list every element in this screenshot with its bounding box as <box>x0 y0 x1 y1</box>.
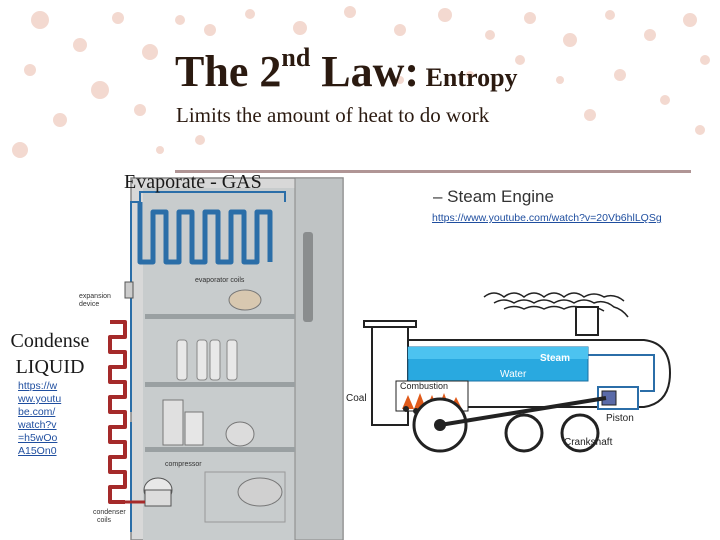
fridge-video-link[interactable]: https://www.youtube.com/watch?v=h5wOoA15… <box>18 380 62 457</box>
condenser-coils-label-2: coils <box>97 517 112 524</box>
condenser-coils-label-1: condenser <box>93 509 126 516</box>
title-entropy: Entropy <box>419 63 518 92</box>
evaporate-gas-label: Evaporate - GAS <box>124 171 262 193</box>
combustion-label: Combustion <box>400 381 448 391</box>
divider-rule <box>175 170 691 173</box>
refrigerator-diagram: expansion device evaporator coils compre… <box>79 177 344 540</box>
title-law: Law: <box>310 47 420 96</box>
expansion-device-label-1: expansion <box>79 293 111 300</box>
piston-label: Piston <box>606 413 634 424</box>
evaporator-coils-label: evaporator coils <box>195 277 245 284</box>
compressor-label: compressor <box>165 461 202 468</box>
coal-label: Coal <box>346 393 367 404</box>
slide-title: The 2nd Law: Entropy <box>175 43 518 97</box>
steam-engine-bullet: – Steam Engine <box>433 187 554 206</box>
steam-engine-video-link[interactable]: https://www.youtube.com/watch?v=20Vb6hlL… <box>432 212 662 224</box>
expansion-device-label-2: device <box>79 301 99 308</box>
title-main: The 2 <box>175 47 282 96</box>
slide-subtitle: Limits the amount of heat to do work <box>176 103 490 127</box>
title-superscript: nd <box>281 43 311 72</box>
steam-engine-diagram: Steam Water Combustion Coal Piston Crank… <box>346 292 672 453</box>
water-label: Water <box>500 369 527 380</box>
liquid-label: LIQUID <box>15 356 85 378</box>
crankshaft-label: Crankshaft <box>564 437 613 448</box>
steam-label: Steam <box>540 353 570 364</box>
condense-liquid-label: Condense LIQUID <box>0 328 100 380</box>
condense-label: Condense <box>10 330 90 352</box>
